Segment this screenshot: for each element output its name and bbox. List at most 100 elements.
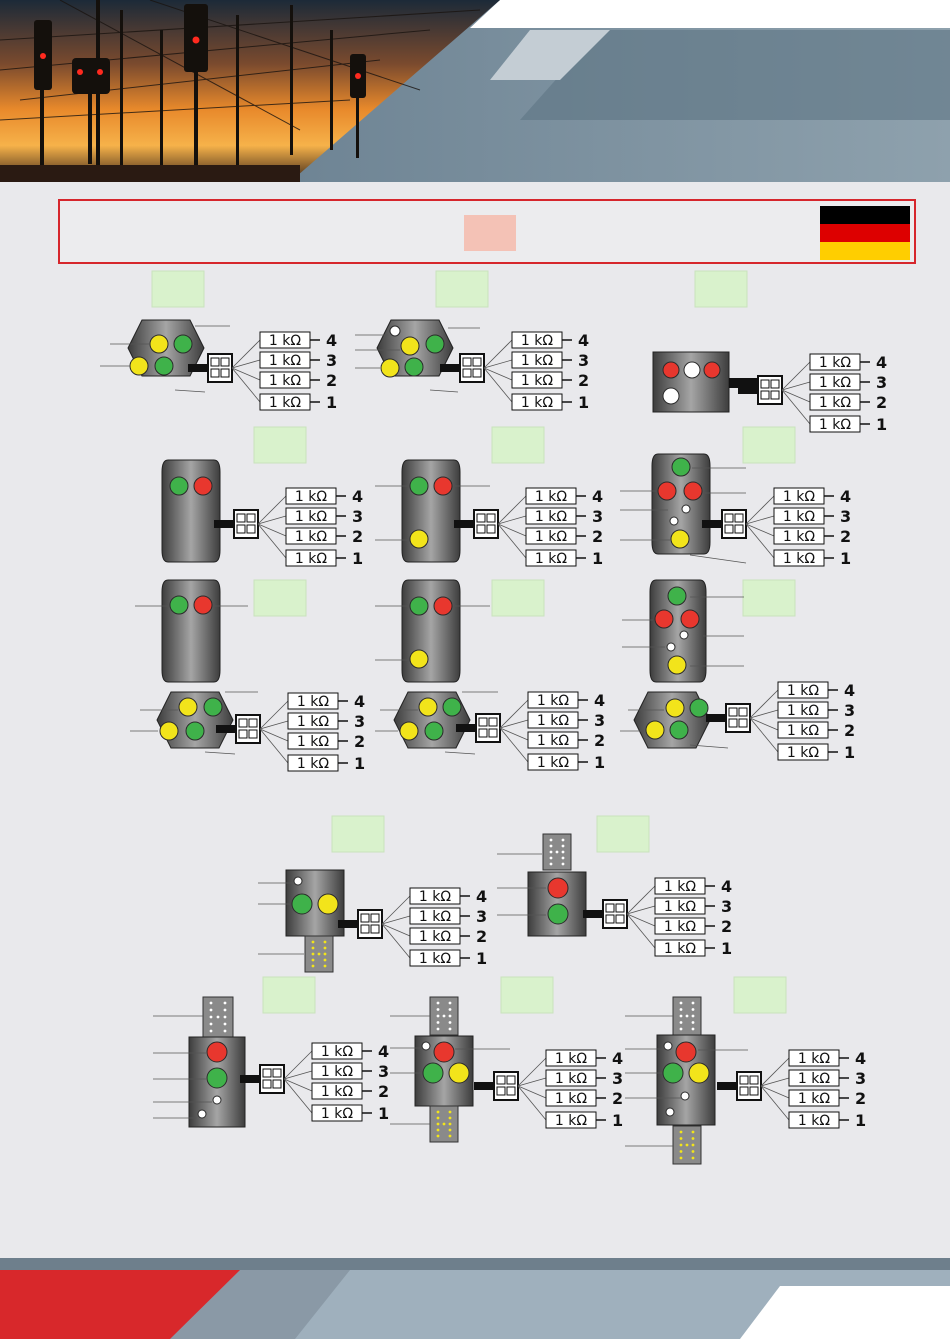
pin-number: 2 [612,1089,623,1108]
indicator-dot [436,1122,440,1126]
resistor-label: 1 kΩ [321,1064,353,1080]
indicator-dot [442,1014,446,1018]
indicator-dot [223,1022,227,1026]
connector-pin [496,1075,506,1085]
pin-number: 1 [352,549,363,568]
indicator-dot [679,1150,683,1153]
resistor-label: 1 kΩ [269,333,301,349]
resistor-label: 1 kΩ [321,1084,353,1100]
indicator-dot [691,1014,695,1018]
signal-label-box [253,579,307,617]
lamp-y [178,697,198,717]
leader-line [760,1085,790,1099]
pin-number: 3 [844,701,855,720]
leader-line [497,523,527,559]
indicator-dot [691,1008,695,1011]
leader-line [760,1057,790,1087]
indicator-dot [223,1001,227,1005]
indicator-dot [223,1008,227,1012]
lamp-y [400,336,420,356]
lamp-y [409,529,429,549]
pin-number: 2 [378,1082,389,1101]
indicator-dot [311,940,315,944]
resistor-label: 1 kΩ [537,713,569,729]
lamp-w [293,876,303,886]
signal-label-box [151,270,205,308]
lamp-g [409,596,429,616]
indicator-dot [436,1134,440,1138]
lamp-w [683,361,701,379]
resistor-label: 1 kΩ [269,353,301,369]
connector-pin [506,1075,516,1085]
resistor-label: 1 kΩ [269,395,301,411]
cable [188,364,210,372]
lamp-w [679,630,689,640]
lamp-w [666,642,676,652]
leader-line [781,389,811,403]
leader-line [381,895,411,925]
indicator-dot [679,1143,683,1147]
connector-pin [246,524,256,534]
connector-pin [262,1079,272,1089]
signal-label-box [500,976,554,1014]
indicator-dot [323,952,327,956]
pin-number: 2 [352,527,363,546]
connector-pin [248,718,258,728]
lamp-y [409,649,429,669]
leader-line [257,523,287,537]
indicator-dot [448,1134,452,1138]
lamp-w [197,1109,207,1119]
pin-number: 4 [578,331,589,350]
indicator-dot [679,1027,683,1031]
signal-label-box [262,976,316,1014]
flag-band-gold [820,242,910,260]
resistor-label: 1 kΩ [787,723,819,739]
pin-number: 1 [592,549,603,568]
indicator-dot [209,1015,213,1019]
lamp-w [681,504,691,514]
leader-line [497,495,527,525]
leader-line [626,913,656,927]
leader-line [483,367,513,381]
indicator-dot [209,1008,213,1012]
resistor-label: 1 kΩ [783,509,815,525]
connector-pin [760,379,770,389]
connector-pin [262,1068,272,1078]
indicator-dot [679,1014,683,1018]
lamp-y [129,356,149,376]
pin-number: 4 [594,691,605,710]
lamp-r [193,595,213,615]
connector-pin [370,913,380,923]
leader-line [259,728,289,742]
connector-pin [238,718,248,728]
resistor-label: 1 kΩ [787,745,819,761]
lamp-g [185,721,205,741]
connector-pin [488,717,498,727]
lamp-r [680,609,700,629]
pin-number: 1 [326,393,337,412]
cable [717,1082,739,1090]
resistor-label: 1 kΩ [664,879,696,895]
pin-number: 3 [721,897,732,916]
leader-line [745,515,775,525]
connector-pin [478,728,488,738]
connector-pin [770,379,780,389]
pin-number: 4 [352,487,363,506]
resistor-label: 1 kΩ [521,395,553,411]
lamp-y [418,697,438,717]
indicator-dot [555,850,559,854]
connector-pin [749,1075,759,1085]
lamp-r [675,1041,697,1063]
lamp-r [433,476,453,496]
pin-number: 2 [594,731,605,750]
pin-number: 4 [844,681,855,700]
indicator-dot [323,940,327,944]
lamp-r [662,361,680,379]
lamp-g [667,586,687,606]
indicator-dot [323,946,327,950]
lamp-y [448,1062,470,1084]
connector-pin [739,1075,749,1085]
pin-number: 4 [476,887,487,906]
title-highlight [464,215,516,251]
resistor-label: 1 kΩ [521,373,553,389]
